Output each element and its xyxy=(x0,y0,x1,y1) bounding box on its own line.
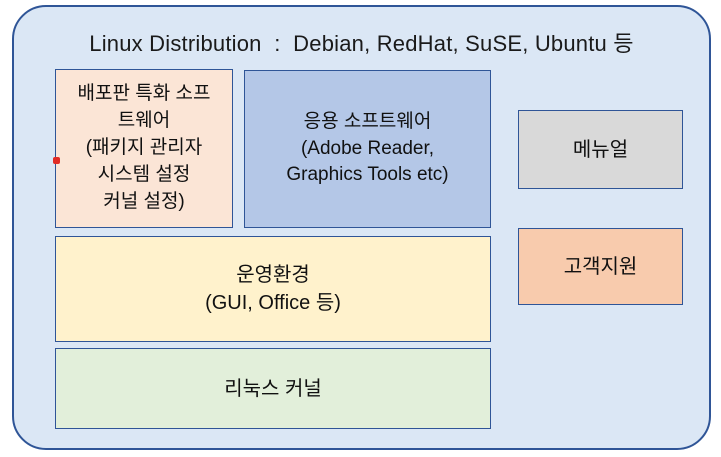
box-linux-kernel: 리눅스 커널 xyxy=(55,348,491,429)
box-customer-support: 고객지원 xyxy=(518,228,683,305)
box-distro-specific-software: 배포판 특화 소프 트웨어 (패키지 관리자 시스템 설정 커널 설정) xyxy=(55,69,233,228)
box-application-software: 응용 소프트웨어 (Adobe Reader, Graphics Tools e… xyxy=(244,70,491,228)
red-dot-marker xyxy=(53,157,60,164)
box-manual: 메뉴얼 xyxy=(518,110,683,189)
box-operating-environment: 운영환경 (GUI, Office 등) xyxy=(55,236,491,342)
diagram-title: Linux Distribution : Debian, RedHat, SuS… xyxy=(89,31,634,56)
